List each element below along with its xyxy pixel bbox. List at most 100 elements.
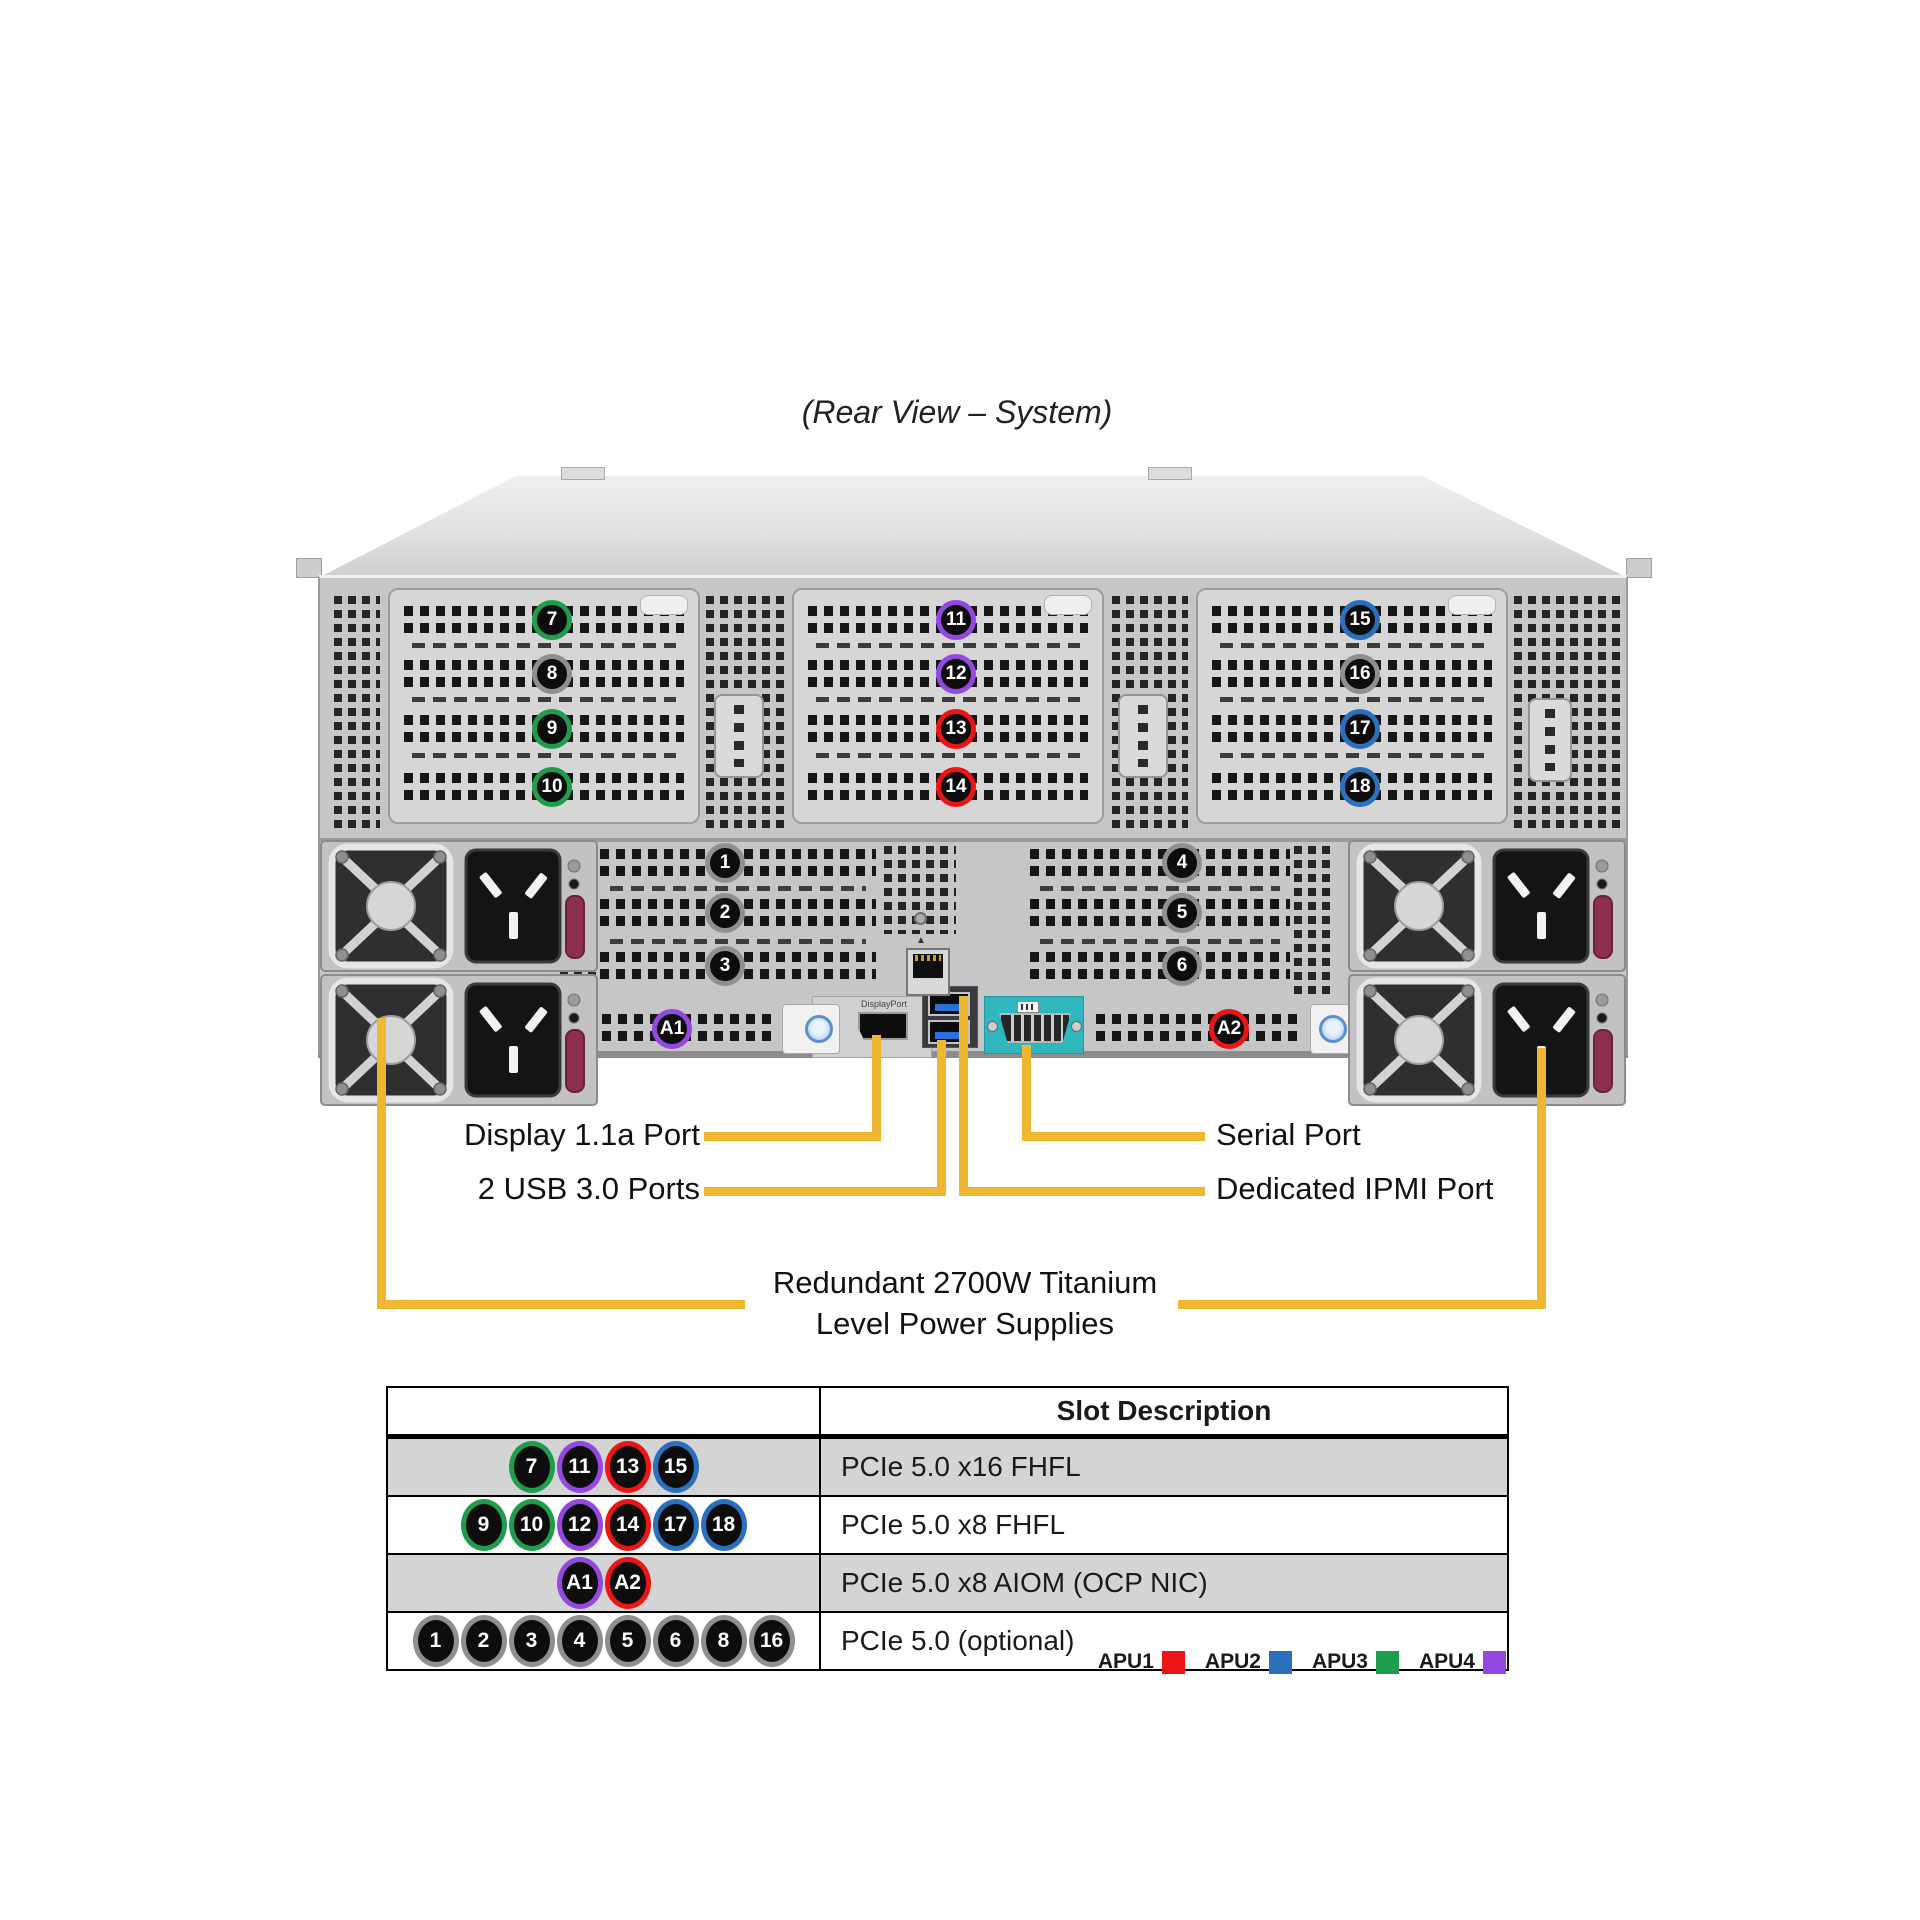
callout-line-displayport bbox=[704, 1132, 881, 1141]
legend-swatch bbox=[1483, 1650, 1506, 1674]
latch-bracket bbox=[1528, 698, 1572, 782]
thumbscrew bbox=[805, 1015, 833, 1043]
slot-badge-4: 4 bbox=[556, 1615, 603, 1667]
psu-unit bbox=[320, 840, 598, 972]
thumbscrew bbox=[1319, 1015, 1347, 1043]
slot-divider bbox=[1220, 697, 1484, 702]
rack-ear-left bbox=[296, 558, 322, 578]
lid-tab bbox=[561, 467, 605, 480]
slot-badge-2: 2 bbox=[460, 1615, 507, 1667]
slot-badge-8: 8 bbox=[532, 654, 572, 694]
slot-badge-16: 16 bbox=[748, 1615, 795, 1667]
slot-divider bbox=[816, 753, 1080, 758]
slot-badge-15: 15 bbox=[1340, 600, 1380, 640]
callout-line-usb bbox=[937, 1040, 946, 1196]
psu-unit bbox=[1348, 840, 1626, 972]
label-psu: Redundant 2700W Titanium Level Power Sup… bbox=[773, 1262, 1157, 1344]
label-usb-ports: 2 USB 3.0 Ports bbox=[477, 1171, 700, 1206]
legend-item: APU2 bbox=[1205, 1650, 1292, 1674]
slot-divider bbox=[412, 643, 676, 648]
slot-badge-4: 4 bbox=[1162, 843, 1202, 883]
rack-ear-right bbox=[1626, 558, 1652, 578]
table-header-row: Slot Description bbox=[388, 1388, 1507, 1439]
usb-tab bbox=[935, 1004, 961, 1011]
slot-divider bbox=[1220, 643, 1484, 648]
legend-item: APU3 bbox=[1312, 1650, 1399, 1674]
label-psu-line2: Level Power Supplies bbox=[815, 1306, 1115, 1341]
callout-line-serial bbox=[1022, 1132, 1205, 1141]
callout-line-usb bbox=[704, 1187, 946, 1196]
callout-line-psu-right bbox=[1178, 1300, 1546, 1309]
slot-badge-12: 12 bbox=[936, 654, 976, 694]
displayport-silkscreen-label: DisplayPort bbox=[860, 999, 908, 1009]
apu-legend: APU1 APU2 APU3 APU4 bbox=[1098, 1650, 1506, 1674]
chassis-lid bbox=[318, 476, 1628, 578]
slot-badge-5: 5 bbox=[604, 1615, 651, 1667]
row-description: PCIe 5.0 x8 FHFL bbox=[841, 1509, 1066, 1540]
handle-cutout bbox=[640, 595, 688, 615]
slot-badge-12: 12 bbox=[556, 1499, 603, 1551]
slot-divider bbox=[816, 697, 1080, 702]
ipmi-port bbox=[906, 948, 950, 996]
slot-badge-a2: A2 bbox=[604, 1557, 651, 1609]
vent-grid bbox=[334, 596, 380, 828]
screw bbox=[914, 912, 927, 925]
slot-badge-6: 6 bbox=[652, 1615, 699, 1667]
slot-badge-1: 1 bbox=[705, 843, 745, 883]
slot-badge-17: 17 bbox=[1340, 709, 1380, 749]
row-description: PCIe 5.0 x8 AIOM (OCP NIC) bbox=[841, 1567, 1208, 1598]
usb-tab bbox=[935, 1032, 961, 1039]
slot-divider bbox=[610, 939, 866, 944]
table-header-empty-cell bbox=[388, 1388, 821, 1434]
vent-grid bbox=[1294, 846, 1334, 996]
pcie-slot bbox=[1030, 895, 1290, 931]
slot-badge-6: 6 bbox=[1162, 946, 1202, 986]
legend-swatch bbox=[1268, 1650, 1292, 1674]
lan-icon bbox=[916, 930, 936, 944]
slot-divider bbox=[1220, 753, 1484, 758]
legend-item: APU1 bbox=[1098, 1650, 1185, 1674]
usb-ports bbox=[922, 986, 978, 1048]
slot-badge-16: 16 bbox=[1340, 654, 1380, 694]
slot-badge-9: 9 bbox=[460, 1499, 507, 1551]
legend-swatch bbox=[1375, 1650, 1399, 1674]
db9-screw bbox=[1071, 1021, 1082, 1032]
handle-cutout bbox=[1044, 595, 1092, 615]
callout-line-psu-left bbox=[377, 1018, 386, 1309]
slot-badge-10: 10 bbox=[508, 1499, 555, 1551]
thumbscrew-latch bbox=[782, 1004, 840, 1054]
slot-badge-14: 14 bbox=[936, 767, 976, 807]
callout-line-ipmi bbox=[959, 1187, 1205, 1196]
slot-badge-18: 18 bbox=[700, 1499, 747, 1551]
lid-tab bbox=[1148, 467, 1192, 480]
db9-screw bbox=[987, 1021, 998, 1032]
callout-line-psu-left bbox=[377, 1300, 745, 1309]
slot-badge-18: 18 bbox=[1340, 767, 1380, 807]
slot-badge-10: 10 bbox=[532, 767, 572, 807]
slot-badge-5: 5 bbox=[1162, 893, 1202, 933]
legend-item: APU4 bbox=[1419, 1650, 1506, 1674]
slot-badge-17: 17 bbox=[652, 1499, 699, 1551]
rj45-pins bbox=[915, 955, 941, 961]
slot-badge-11: 11 bbox=[556, 1441, 603, 1493]
handle-cutout bbox=[1448, 595, 1496, 615]
slot-badge-14: 14 bbox=[604, 1499, 651, 1551]
slot-divider bbox=[1040, 886, 1280, 891]
slot-badge-8: 8 bbox=[700, 1615, 747, 1667]
slot-badge-2: 2 bbox=[705, 893, 745, 933]
slot-badge-11: 11 bbox=[936, 600, 976, 640]
slot-badge-3: 3 bbox=[705, 946, 745, 986]
slot-badge-3: 3 bbox=[508, 1615, 555, 1667]
legend-label: APU3 bbox=[1311, 1650, 1368, 1673]
legend-label: APU4 bbox=[1418, 1650, 1475, 1673]
